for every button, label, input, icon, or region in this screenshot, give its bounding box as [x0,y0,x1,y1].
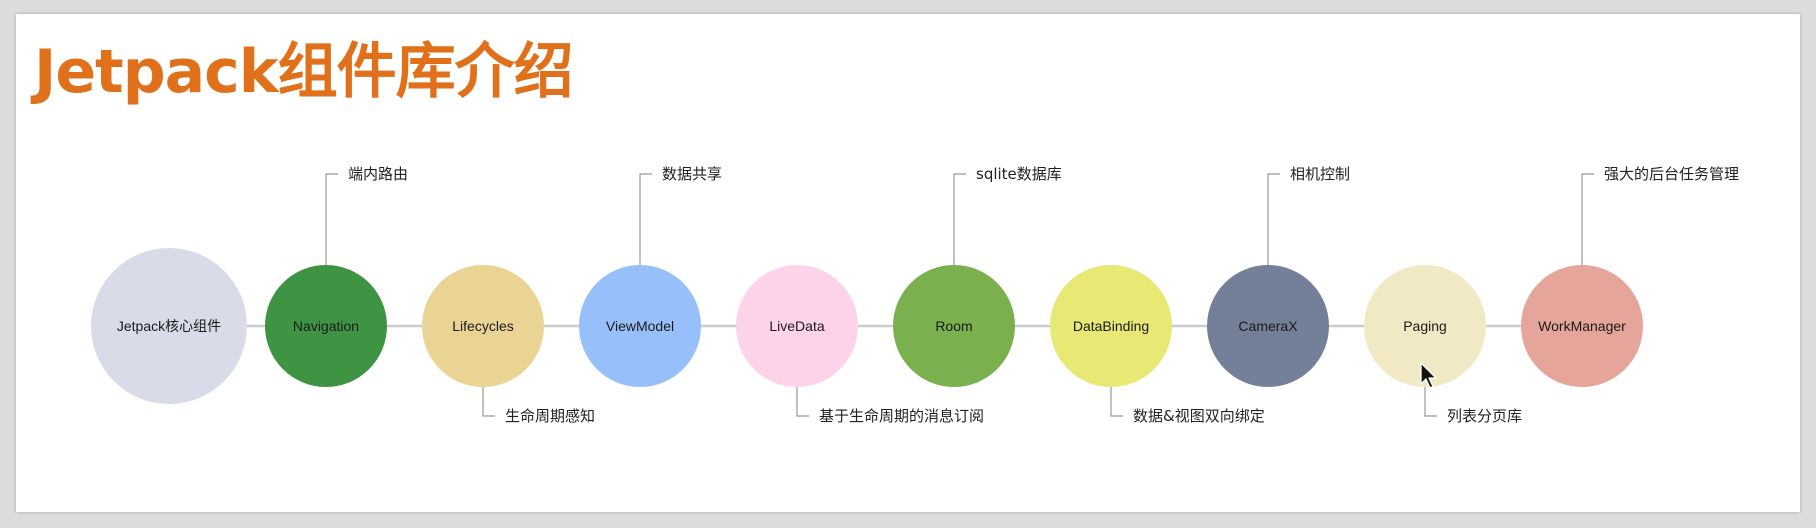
callout-paging: 列表分页库 [1447,407,1522,425]
node-camerax [1207,265,1329,387]
callout-databinding: 数据&视图双向绑定 [1133,407,1265,425]
mouse-cursor-icon [1420,362,1437,389]
callout-viewmodel: 数据共享 [662,165,722,183]
node-navigation [265,265,387,387]
node-label-workmanager: WorkManager [1538,318,1626,334]
node-databinding [1050,265,1172,387]
node-label-core: Jetpack核心组件 [117,318,221,334]
node-core [91,248,247,404]
node-label-databinding: DataBinding [1073,318,1149,334]
callout-lifecycles: 生命周期感知 [505,407,595,425]
callout-leader-room [953,173,966,265]
callout-room: sqlite数据库 [976,165,1062,183]
callout-livedata: 基于生命周期的消息订阅 [819,407,984,425]
callout-leader-camerax [1267,173,1280,265]
callout-leader-workmanager [1581,173,1594,265]
node-room [893,265,1015,387]
node-livedata [736,265,858,387]
callout-leader-databinding [1110,387,1123,417]
node-workmanager [1521,265,1643,387]
component-diagram: Jetpack核心组件 Navigation Lifecycles ViewModel… [91,165,1739,425]
callout-leader-paging [1424,387,1437,417]
page-title: Jetpack组件库介绍 [34,37,574,107]
callout-navigation: 端内路由 [348,165,408,183]
node-label-navigation: Navigation [293,318,359,334]
node-label-livedata: LiveData [769,318,824,334]
callout-leaders [325,173,1594,417]
node-lifecycles [422,265,544,387]
slide: Jetpack组件库介绍 Jetpack核心组件 Navigation Lifecy… [16,14,1800,512]
node-label-viewmodel: ViewModel [606,318,674,334]
callout-leader-viewmodel [639,173,652,265]
node-paging [1364,265,1486,387]
nodes: Jetpack核心组件 Navigation Lifecycles ViewModel… [91,248,1643,404]
node-viewmodel [579,265,701,387]
node-label-paging: Paging [1403,318,1447,334]
callout-leader-livedata [796,387,809,417]
node-label-camerax: CameraX [1238,318,1298,334]
callout-camerax: 相机控制 [1290,165,1350,183]
node-label-lifecycles: Lifecycles [452,318,513,334]
callout-workmanager: 强大的后台任务管理 [1604,165,1739,183]
node-label-room: Room [935,318,972,334]
callout-leader-navigation [325,173,338,265]
callout-leader-lifecycles [482,387,495,417]
